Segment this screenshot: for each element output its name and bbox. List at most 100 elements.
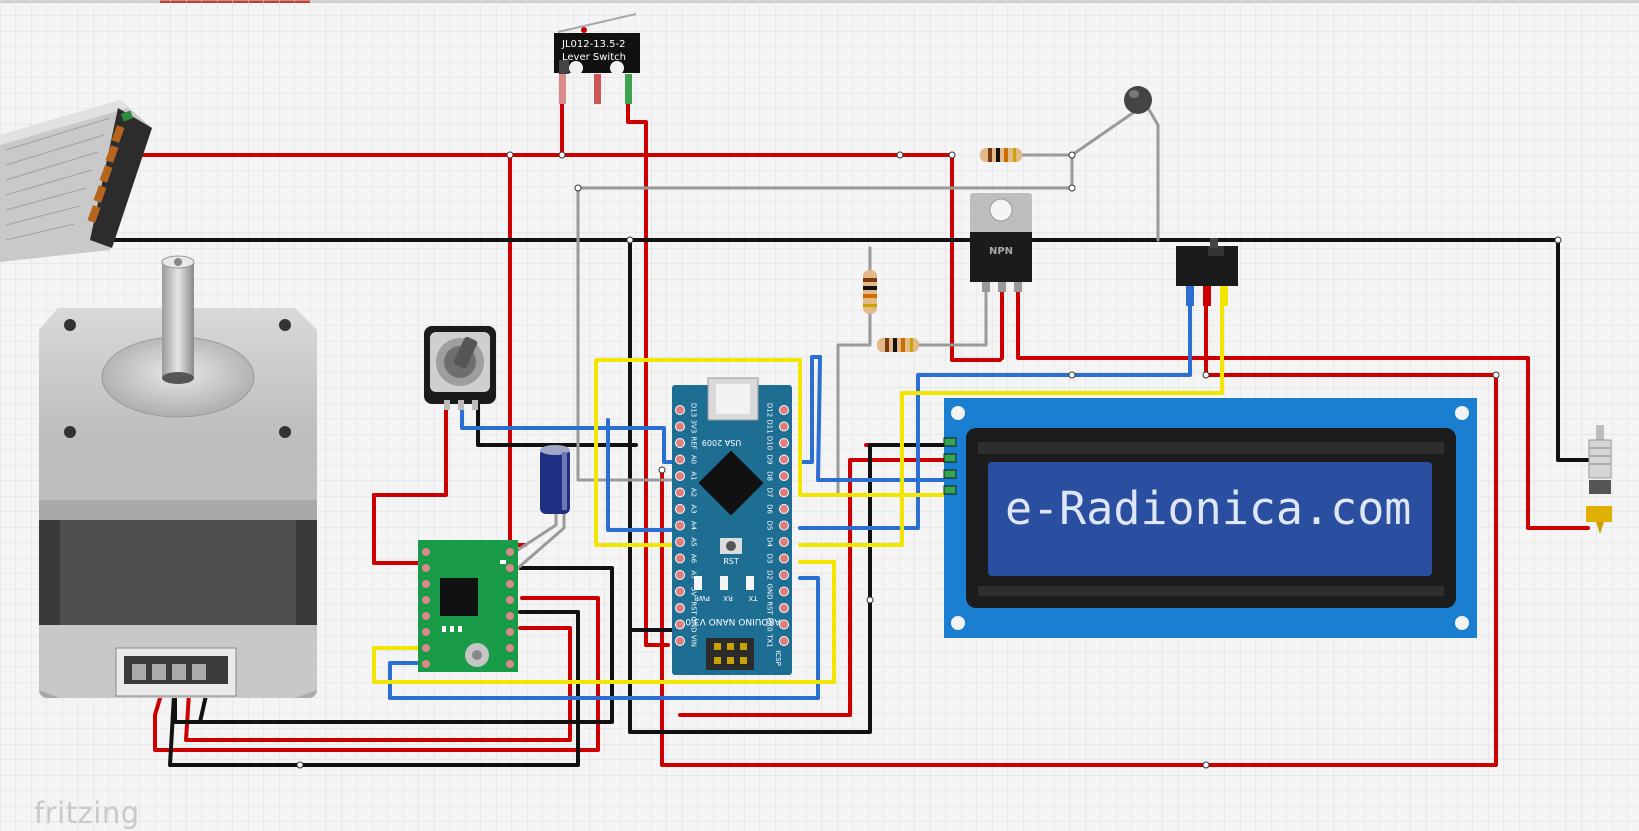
wire-bendpoint[interactable] bbox=[866, 596, 874, 604]
wire-bendpoint[interactable] bbox=[1068, 184, 1076, 192]
hotend-extruder[interactable] bbox=[1586, 425, 1612, 534]
nano-pin-r-d4[interactable] bbox=[779, 537, 789, 547]
wire-black-ground-down[interactable] bbox=[628, 238, 957, 734]
nano-pin-label-r-tx1: TX1 bbox=[766, 633, 774, 648]
wire-red-bottom-loop[interactable] bbox=[660, 303, 1498, 767]
thermistor[interactable] bbox=[1124, 86, 1152, 114]
wire-bendpoint[interactable] bbox=[1068, 151, 1076, 159]
wire-red-power-bus[interactable] bbox=[138, 153, 1002, 362]
slide-switch[interactable] bbox=[1176, 238, 1238, 306]
nano-pin-r-d3[interactable] bbox=[779, 553, 789, 564]
nano-pin-gnd[interactable] bbox=[675, 619, 685, 630]
nano-pin-r-d10[interactable] bbox=[779, 438, 789, 448]
nano-pin-a1[interactable] bbox=[675, 471, 685, 481]
wire-blue-nano-top[interactable] bbox=[798, 355, 822, 464]
nano-pin-label-a4: A4 bbox=[690, 521, 698, 531]
nano-pin-r-d8[interactable] bbox=[779, 471, 789, 481]
resistor-base[interactable] bbox=[877, 338, 919, 352]
nano-pin-label-r-d9: D9 bbox=[766, 455, 774, 465]
nano-led-tx: TX bbox=[748, 594, 758, 602]
nano-pin-label-3v3: 3V3 bbox=[690, 420, 698, 434]
power-supply[interactable] bbox=[0, 100, 152, 262]
wire-bendpoint[interactable] bbox=[1554, 236, 1562, 244]
lcd-16x2-module[interactable]: e-Radionica.com bbox=[943, 398, 1477, 638]
nano-pin-r-d5[interactable] bbox=[779, 520, 789, 531]
wire-bendpoint[interactable] bbox=[658, 466, 666, 474]
nano-pin-a2[interactable] bbox=[675, 487, 685, 498]
wire-red-motor-b[interactable] bbox=[184, 626, 572, 742]
wire-yellow-driver[interactable] bbox=[372, 560, 836, 684]
wire-bendpoint[interactable] bbox=[1202, 761, 1210, 769]
nano-pin-vin[interactable] bbox=[675, 636, 685, 646]
wire-blue-driver[interactable] bbox=[388, 576, 820, 700]
nano-led-pwr: PWR bbox=[694, 594, 710, 602]
wire-bendpoint[interactable] bbox=[1068, 371, 1076, 379]
lever-switch[interactable]: JL012-13.5-2 Lever Switch bbox=[554, 13, 640, 104]
nano-pin-r-d11[interactable] bbox=[779, 421, 789, 432]
resistor-vertical[interactable] bbox=[863, 270, 877, 314]
nano-pin-a6[interactable] bbox=[675, 553, 685, 564]
wire-bendpoint[interactable] bbox=[506, 151, 514, 159]
wire-blue-pot[interactable] bbox=[460, 403, 682, 464]
stepper-motor[interactable] bbox=[39, 255, 317, 698]
nano-pin-r-d7[interactable] bbox=[779, 487, 789, 498]
nano-pin-label-r-d8: D8 bbox=[766, 471, 774, 481]
wire-red-motor-a[interactable] bbox=[153, 596, 600, 752]
nano-pin-r-d12[interactable] bbox=[779, 405, 789, 415]
wire-bendpoint[interactable] bbox=[948, 151, 956, 159]
npn-transistor[interactable]: NPN bbox=[970, 193, 1032, 292]
wire-bendpoint[interactable] bbox=[574, 184, 582, 192]
nano-pin-ref[interactable] bbox=[675, 438, 685, 448]
wire-black-ground-bus[interactable] bbox=[108, 238, 1594, 462]
resistor-top[interactable] bbox=[980, 148, 1022, 162]
wire-bendpoint[interactable] bbox=[296, 761, 304, 769]
nano-pin-r-d6[interactable] bbox=[779, 504, 789, 514]
lcd-display-text: e-Radionica.com bbox=[1005, 482, 1411, 535]
wire-blue-switch[interactable] bbox=[798, 303, 1192, 530]
nano-pin-label-r-d2: D2 bbox=[766, 570, 774, 580]
nano-pin-a3[interactable] bbox=[675, 504, 685, 514]
wire-blue-lcd[interactable] bbox=[816, 355, 957, 482]
nano-pin-rst[interactable] bbox=[675, 603, 685, 613]
wire-bendpoint[interactable] bbox=[626, 236, 634, 244]
wire-bendpoint[interactable] bbox=[558, 151, 566, 159]
wire-yellow-loop-top[interactable] bbox=[594, 358, 957, 547]
nano-pin-r-rst[interactable] bbox=[779, 603, 789, 613]
wire-gray-thermistor-leg[interactable] bbox=[1146, 106, 1160, 242]
nano-pin-a0[interactable] bbox=[675, 454, 685, 465]
stepper-driver-board[interactable] bbox=[418, 540, 518, 672]
wire-bendpoint[interactable] bbox=[896, 151, 904, 159]
nano-pin-r-rx0[interactable] bbox=[779, 619, 789, 630]
wire-black-motor-c[interactable] bbox=[168, 610, 580, 767]
wire-gray-thermistor-bus[interactable] bbox=[576, 106, 1142, 190]
nano-pin-5v[interactable] bbox=[675, 586, 685, 597]
nano-pin-label-a3: A3 bbox=[690, 504, 698, 513]
nano-pin-r-d2[interactable] bbox=[779, 570, 789, 580]
nano-pin-label-ref: REF bbox=[690, 436, 698, 449]
nano-pin-d13[interactable] bbox=[675, 405, 685, 415]
wire-blue-a4[interactable] bbox=[606, 418, 682, 532]
nano-pin-a5[interactable] bbox=[675, 537, 685, 547]
nano-pin-r-tx1[interactable] bbox=[779, 636, 789, 646]
rotary-potentiometer[interactable] bbox=[424, 326, 496, 410]
nano-pin-3v3[interactable] bbox=[675, 421, 685, 432]
nano-chip-label: 2009 bbox=[702, 438, 722, 447]
wire-yellow-switch[interactable] bbox=[798, 303, 1224, 547]
wire-black-pot[interactable] bbox=[476, 403, 638, 447]
nano-pin-label-r-d10: D10 bbox=[766, 436, 774, 450]
nano-usb-label: USA bbox=[724, 438, 741, 447]
nano-pin-r-d9[interactable] bbox=[779, 454, 789, 465]
nano-pin-label-r-d3: D3 bbox=[766, 554, 774, 564]
nano-pin-a4[interactable] bbox=[675, 520, 685, 531]
wire-red-heater[interactable] bbox=[1016, 288, 1590, 530]
electrolytic-capacitor[interactable] bbox=[540, 445, 570, 514]
nano-pin-label-r-rst: RST bbox=[766, 601, 774, 615]
wire-gray-a1[interactable] bbox=[576, 186, 682, 482]
nano-pin-a7[interactable] bbox=[675, 570, 685, 580]
wire-bendpoint[interactable] bbox=[1492, 371, 1500, 379]
wire-gray-transistor-base[interactable] bbox=[916, 288, 988, 347]
arduino-nano[interactable]: USA 2009 RST PWR RX TX ARDUINO NANO V3.0… bbox=[672, 377, 792, 675]
nano-pin-r-gnd[interactable] bbox=[779, 586, 789, 597]
wire-bendpoint[interactable] bbox=[1202, 371, 1210, 379]
nano-pin-label-gnd: GND bbox=[690, 616, 698, 632]
